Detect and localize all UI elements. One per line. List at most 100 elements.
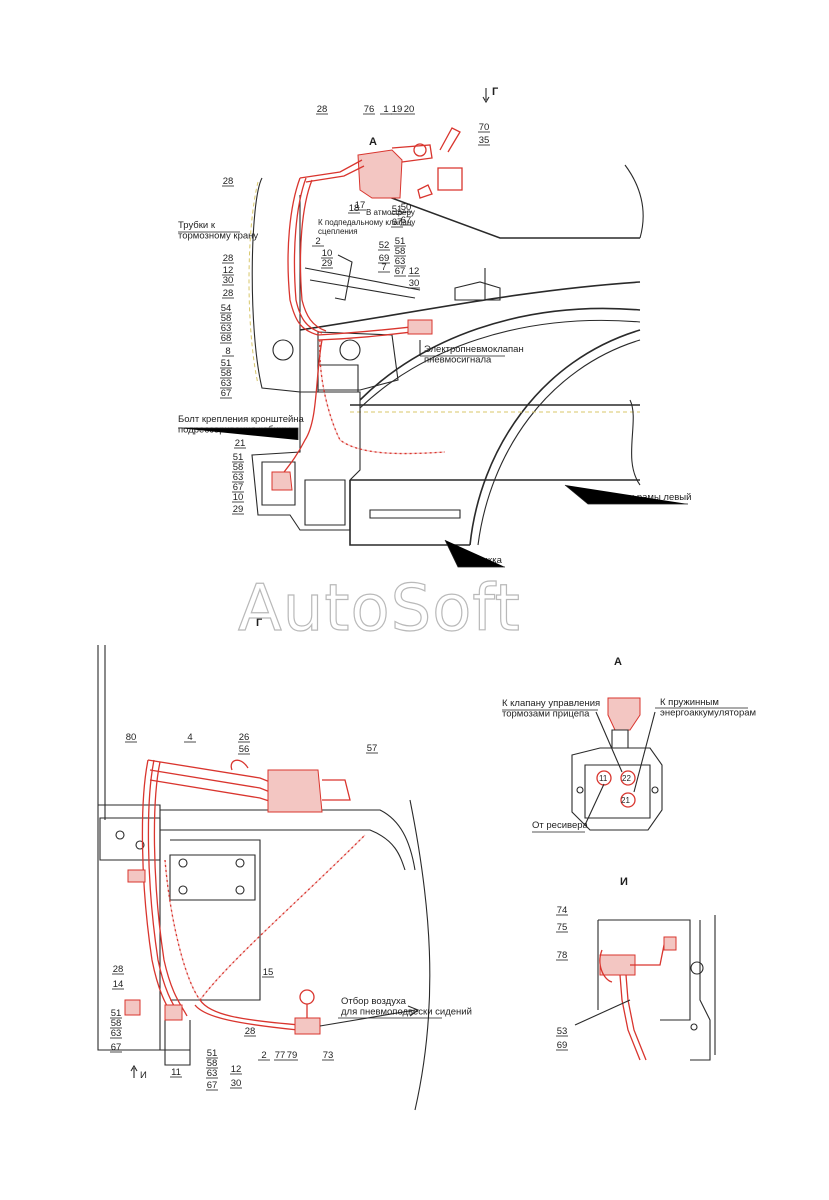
callout-number: 19 bbox=[392, 104, 403, 115]
detail-leader bbox=[574, 999, 631, 1026]
port-label-22: 22 bbox=[622, 774, 631, 783]
callout-number: 58 bbox=[233, 462, 244, 473]
callout-number: 30 bbox=[223, 275, 234, 286]
callout-number: 50 bbox=[401, 202, 412, 213]
callout-number: 51 bbox=[395, 236, 406, 247]
hole-1 bbox=[178, 858, 188, 868]
corrugated-b-1-ribs bbox=[164, 834, 366, 1002]
step-tread bbox=[369, 509, 461, 519]
brake-valve-body bbox=[357, 149, 403, 199]
callout-number: 67 bbox=[392, 217, 403, 228]
valve-57-body bbox=[267, 769, 323, 813]
callout-number: 35 bbox=[479, 135, 490, 146]
fitting-51 bbox=[164, 1004, 183, 1021]
callout-number: 28 bbox=[223, 176, 234, 187]
pipe-b-2 bbox=[147, 759, 182, 1019]
view-g-mark: Г bbox=[492, 86, 499, 98]
leader-line-1 bbox=[304, 267, 421, 291]
callout-number: 80 bbox=[126, 732, 137, 743]
callout-number: 63 bbox=[233, 472, 244, 483]
view-g-arrow bbox=[482, 88, 490, 104]
callout-number: 58 bbox=[221, 313, 232, 324]
callout-number: 70 bbox=[479, 122, 490, 133]
panel-left-edge bbox=[97, 645, 190, 1051]
leader-spring bbox=[633, 711, 656, 793]
bracket-body bbox=[251, 391, 361, 531]
detail-hose-loop bbox=[599, 949, 613, 983]
callout-number: 51 bbox=[207, 1048, 218, 1059]
spring-seat bbox=[317, 364, 359, 393]
pipe-to-valve-2 bbox=[305, 165, 365, 183]
callout-number: 63 bbox=[221, 323, 232, 334]
port-21 bbox=[620, 792, 636, 808]
callout-number: 12 bbox=[231, 1064, 242, 1075]
step-bracket bbox=[164, 1020, 191, 1066]
callout-number: 58 bbox=[207, 1058, 218, 1069]
callout-number: 79 bbox=[287, 1050, 298, 1061]
callout-number: 53 bbox=[557, 1026, 568, 1037]
pipe-to-valve-1 bbox=[299, 159, 363, 179]
cab-break-top bbox=[624, 164, 644, 239]
callout-number: 77 bbox=[275, 1050, 286, 1061]
detail-pipe-down-2 bbox=[625, 974, 647, 1061]
callout-number: 17 bbox=[355, 200, 366, 211]
cab-front-edge bbox=[251, 177, 301, 410]
callout-number: 58 bbox=[111, 1018, 122, 1029]
callout-number: 57 bbox=[367, 743, 378, 754]
callout-number: 67 bbox=[221, 388, 232, 399]
bracket-top-edge bbox=[160, 809, 416, 871]
callout-number: 75 bbox=[557, 922, 568, 933]
arch-front-inner bbox=[477, 339, 641, 546]
lever bbox=[334, 254, 353, 301]
cab-bolt-1 bbox=[272, 339, 294, 361]
ul-frame bbox=[564, 484, 688, 505]
callout-number: 78 bbox=[557, 950, 568, 961]
callout-number: 10 bbox=[233, 492, 244, 503]
detail-rail bbox=[690, 920, 711, 1061]
callout-number: 54 bbox=[221, 303, 232, 314]
callout-number: 11 bbox=[171, 1067, 181, 1078]
callout-number: 69 bbox=[379, 253, 390, 264]
fitting-14 bbox=[124, 999, 141, 1016]
valve-port bbox=[413, 143, 427, 157]
pipe-b-3 bbox=[153, 761, 188, 1017]
pipe-down bbox=[277, 339, 323, 481]
label-atmosphere: В атмосферу bbox=[366, 208, 415, 217]
callout-number: 73 bbox=[323, 1050, 334, 1061]
step-outline bbox=[349, 480, 470, 546]
callout-number: 63 bbox=[111, 1028, 122, 1039]
electro-valve-body bbox=[407, 319, 433, 335]
cab-hidden-edge bbox=[248, 181, 259, 385]
callout-number: 51 bbox=[392, 204, 403, 215]
port-22 bbox=[620, 770, 636, 786]
valve-mount-hole-2 bbox=[651, 786, 659, 794]
arch-outer bbox=[359, 307, 641, 401]
view-a bbox=[571, 697, 663, 831]
detail-block bbox=[599, 954, 636, 976]
bracket-window bbox=[261, 461, 296, 506]
corrugated-hose-ribs bbox=[319, 339, 446, 455]
view-g-title: Г bbox=[256, 617, 263, 629]
mount-block bbox=[99, 817, 161, 861]
view-i-mark: И bbox=[140, 1070, 147, 1081]
callout-number: 69 bbox=[557, 1040, 568, 1051]
cab-mount bbox=[454, 281, 501, 301]
detail-pipe-up bbox=[630, 939, 668, 966]
pipe-bundle-2 bbox=[293, 177, 323, 334]
arch-inner bbox=[359, 319, 641, 409]
callout-number: 51 bbox=[221, 358, 232, 369]
bottom-view bbox=[97, 645, 431, 1111]
callout-number: 12 bbox=[409, 266, 420, 277]
callout-number: 28 bbox=[113, 964, 124, 975]
callout-number: 2 bbox=[261, 1050, 266, 1061]
callout-number: 28 bbox=[245, 1026, 256, 1037]
detail-hole-1 bbox=[690, 961, 704, 975]
brake-valve-head bbox=[391, 144, 433, 163]
callout-number: 20 bbox=[404, 104, 415, 115]
